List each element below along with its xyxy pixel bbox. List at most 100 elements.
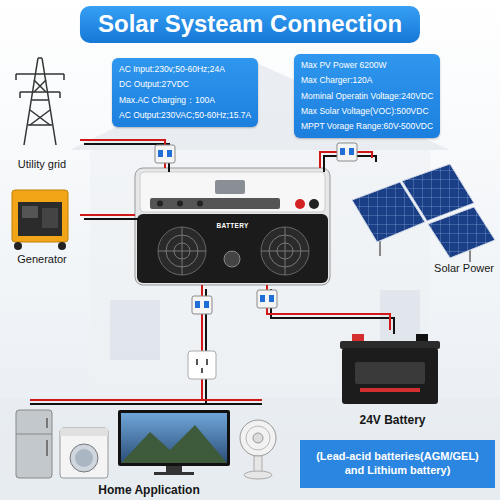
utility-pylon [28, 124, 52, 126]
component-label: Home Application [98, 483, 200, 497]
utility-pylon [24, 58, 38, 145]
hybrid-inverter [150, 198, 280, 209]
battery-illustration [416, 334, 428, 342]
hybrid-inverter [158, 227, 309, 275]
component-node: Utility grid [4, 52, 80, 173]
spec-line: Max.AC Charging：100A [119, 93, 251, 108]
component-label: Utility grid [18, 158, 66, 171]
hybrid-inverter [182, 227, 183, 275]
generator-illustration [18, 202, 62, 236]
power-wire [80, 214, 135, 216]
generator-illustration [58, 242, 66, 250]
component-node: Generator [4, 183, 80, 268]
hybrid-inverter [197, 201, 203, 207]
home-appliances [254, 456, 262, 472]
solar-panels [352, 164, 495, 262]
neutral-wire [271, 289, 394, 334]
circuit-breaker [167, 150, 172, 157]
utility-pylon [30, 110, 50, 125]
ac-bus-wire [30, 403, 262, 405]
circuit-breaker [155, 145, 175, 163]
power-wire [267, 285, 390, 330]
utility-pylon [16, 73, 64, 75]
spec-line: Mominal Operatin Voltage:240VDC [301, 89, 433, 104]
utility-pylon [16, 58, 64, 145]
hybrid-inverter [158, 227, 309, 275]
port-label: BATTERY [216, 222, 248, 229]
hybrid-inverter [309, 199, 319, 209]
component-node: 24V Battery [335, 330, 450, 429]
home-appliances [166, 466, 182, 472]
hybrid-inverter [140, 172, 325, 212]
home-appliances [70, 444, 98, 472]
battery-illustration [340, 341, 440, 349]
ac-bus-wire [30, 399, 262, 401]
home-appliances [240, 420, 276, 456]
circuit-breaker [192, 296, 212, 314]
home-appliances [16, 434, 52, 435]
spec-box: AC Input:230v;50-60Hz;24ADC Output:27VDC… [112, 58, 258, 127]
home-appliances [154, 472, 194, 475]
wall-socket [188, 351, 216, 379]
circuit-breaker [204, 301, 209, 308]
house-backdrop [0, 398, 500, 500]
home-appliances [60, 428, 108, 436]
component-label: 24V Battery [359, 413, 425, 427]
house-backdrop [110, 300, 160, 360]
generator-illustration [22, 206, 38, 218]
wall-socket [201, 368, 203, 373]
utility-pylon [34, 80, 46, 92]
component-label: Solar Power [434, 262, 494, 275]
spec-line: AC Input:230v;50-60Hz;24A [119, 62, 251, 77]
component-node: Solar Power [345, 158, 497, 277]
home-appliances [60, 428, 108, 478]
neutral-wire [84, 218, 139, 220]
hybrid-inverter [295, 199, 305, 209]
wall-socket [188, 351, 216, 379]
diagram-title: Solar Systeam Connection [80, 6, 420, 43]
circuit-breaker [158, 150, 163, 157]
utility-pylon [38, 57, 42, 59]
circuit-breaker [195, 301, 200, 308]
circuit-breaker [155, 145, 175, 163]
home-appliances [121, 425, 227, 463]
utility-pylon [32, 99, 48, 101]
home-appliances [118, 410, 230, 466]
utility-pylon [19, 92, 21, 98]
circuit-breaker [192, 296, 212, 314]
hybrid-inverter [285, 227, 286, 275]
circuit-breaker [257, 290, 277, 308]
inverter-node: BATTERY [135, 168, 330, 285]
hybrid-inverter [158, 227, 206, 275]
component-label: Generator [17, 253, 67, 266]
utility-pylon [63, 74, 65, 80]
spec-line: DC Output:27VDC [119, 77, 251, 92]
home-appliances [253, 433, 263, 443]
solar-panels [428, 207, 495, 258]
home-appliances [244, 471, 272, 479]
spec-box: Max PV Power 6200WMax Charger:120AMomina… [294, 54, 440, 138]
generator-illustration [12, 190, 68, 250]
utility-pylon [42, 58, 56, 145]
utility-pylon [34, 80, 46, 92]
spec-line: MPPT Vorage Range:60V-500VDC [301, 119, 433, 134]
ac-bus-wire [30, 400, 262, 404]
hybrid-inverter [157, 201, 163, 207]
house-backdrop [90, 150, 430, 400]
spec-line: Max PV Power 6200W [301, 58, 433, 73]
spec-line: Max Solar Voltage(VOC):500VDC [301, 104, 433, 119]
note-box: (Lead-acid batteries(AGM/GEL) and Lithiu… [300, 440, 495, 488]
battery-illustration [352, 334, 364, 342]
solar-panels [469, 250, 471, 262]
home-appliances [246, 426, 270, 450]
generator-illustration [42, 208, 58, 228]
wall-socket [206, 359, 208, 365]
spec-line: Max Charger:120A [301, 73, 433, 88]
hybrid-inverter [215, 180, 245, 194]
battery-illustration [355, 362, 425, 384]
generator-illustration [12, 190, 68, 242]
home-appliances [46, 440, 48, 456]
